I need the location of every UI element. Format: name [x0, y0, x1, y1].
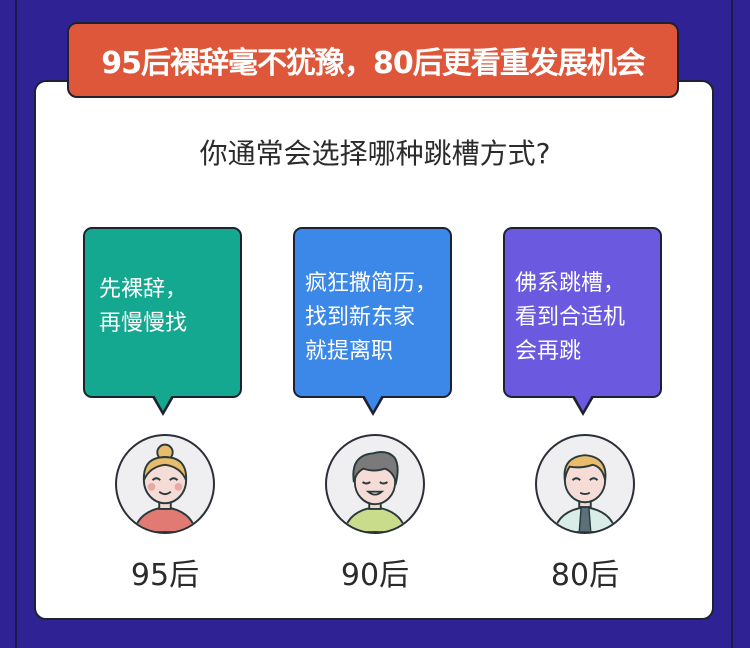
headline-banner: 95后裸辞毫不犹豫，80后更看重发展机会 — [67, 22, 679, 98]
bubble-line: 疯狂撒简历， — [305, 271, 438, 296]
bubble-line: 会再跳 — [515, 339, 582, 364]
speech-bubble-90: 疯狂撒简历， 找到新东家 就提离职 — [293, 227, 452, 416]
bubble-tail — [361, 395, 384, 416]
group-label-95: 95后 — [130, 558, 200, 593]
group-label-90: 90后 — [340, 558, 410, 593]
bubble-tail — [151, 395, 174, 416]
bubble-line: 看到合适机 — [515, 305, 626, 330]
survey-question: 你通常会选择哪种跳槽方式? — [199, 137, 551, 170]
speech-bubble-80: 佛系跳槽， 看到合适机 会再跳 — [503, 227, 662, 416]
frame-line-left — [15, 0, 17, 648]
bubble-line: 再慢慢找 — [99, 311, 188, 336]
man-with-tie-avatar-icon — [535, 434, 635, 534]
frame-line-right — [731, 0, 733, 648]
boy-avatar-icon — [325, 434, 425, 534]
bubble-line: 找到新东家 — [305, 305, 416, 330]
speech-bubble-95: 先裸辞， 再慢慢找 — [83, 227, 242, 416]
girl-avatar-icon — [115, 434, 215, 534]
bubble-line: 佛系跳槽， — [515, 271, 626, 296]
headline-text: 95后裸辞毫不犹豫，80后更看重发展机会 — [101, 46, 645, 81]
bubble-line: 就提离职 — [305, 339, 394, 364]
bubble-tail — [571, 395, 594, 416]
bubble-line: 先裸辞， — [99, 277, 188, 302]
group-label-80: 80后 — [550, 558, 620, 593]
